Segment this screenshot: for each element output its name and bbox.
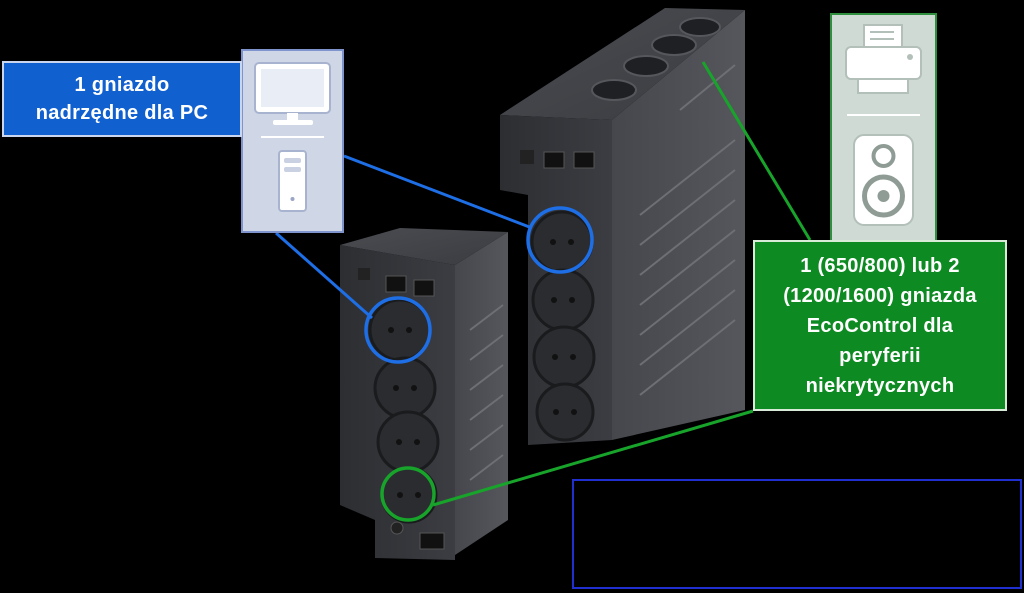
ecocontrol-callout: 1 (650/800) lub 2 (1200/1600) gniazda Ec… bbox=[753, 240, 1007, 411]
connector-pc-to-small bbox=[275, 231, 373, 320]
highlight-master-outlet-small bbox=[364, 296, 432, 364]
master-outlet-callout: 1 gniazdo nadrzędne dla PC bbox=[2, 61, 242, 137]
connector-eco-to-small bbox=[432, 409, 754, 507]
highlight-master-outlet-large bbox=[526, 206, 594, 274]
speaker-icon bbox=[853, 134, 914, 226]
monitor-icon bbox=[254, 62, 331, 125]
highlight-eco-outlet-small bbox=[380, 466, 436, 522]
peripherals-panel bbox=[830, 13, 937, 246]
empty-outline-box bbox=[572, 479, 1022, 589]
printer-icon bbox=[845, 24, 922, 94]
ecocontrol-callout-line-1: 1 (650/800) lub 2 bbox=[800, 254, 960, 277]
master-outlet-callout-line-1: 1 gniazdo bbox=[74, 74, 170, 96]
ecocontrol-callout-line-3: EcoControl dla bbox=[806, 314, 954, 337]
ups-large bbox=[500, 8, 745, 445]
connector-eco-to-large bbox=[701, 61, 812, 241]
connector-pc-to-large bbox=[343, 154, 533, 230]
master-outlet-callout-line-2: nadrzędne dla PC bbox=[35, 102, 209, 124]
ecocontrol-callout-line-4: peryferii bbox=[839, 344, 921, 367]
ecocontrol-callout-line-2: (1200/1600) gniazda bbox=[783, 284, 977, 307]
pc-tower-icon bbox=[278, 150, 307, 212]
pc-devices-panel bbox=[241, 49, 344, 233]
ecocontrol-callout-line-5: niekrytycznych bbox=[805, 374, 955, 397]
ups-small bbox=[340, 228, 508, 560]
